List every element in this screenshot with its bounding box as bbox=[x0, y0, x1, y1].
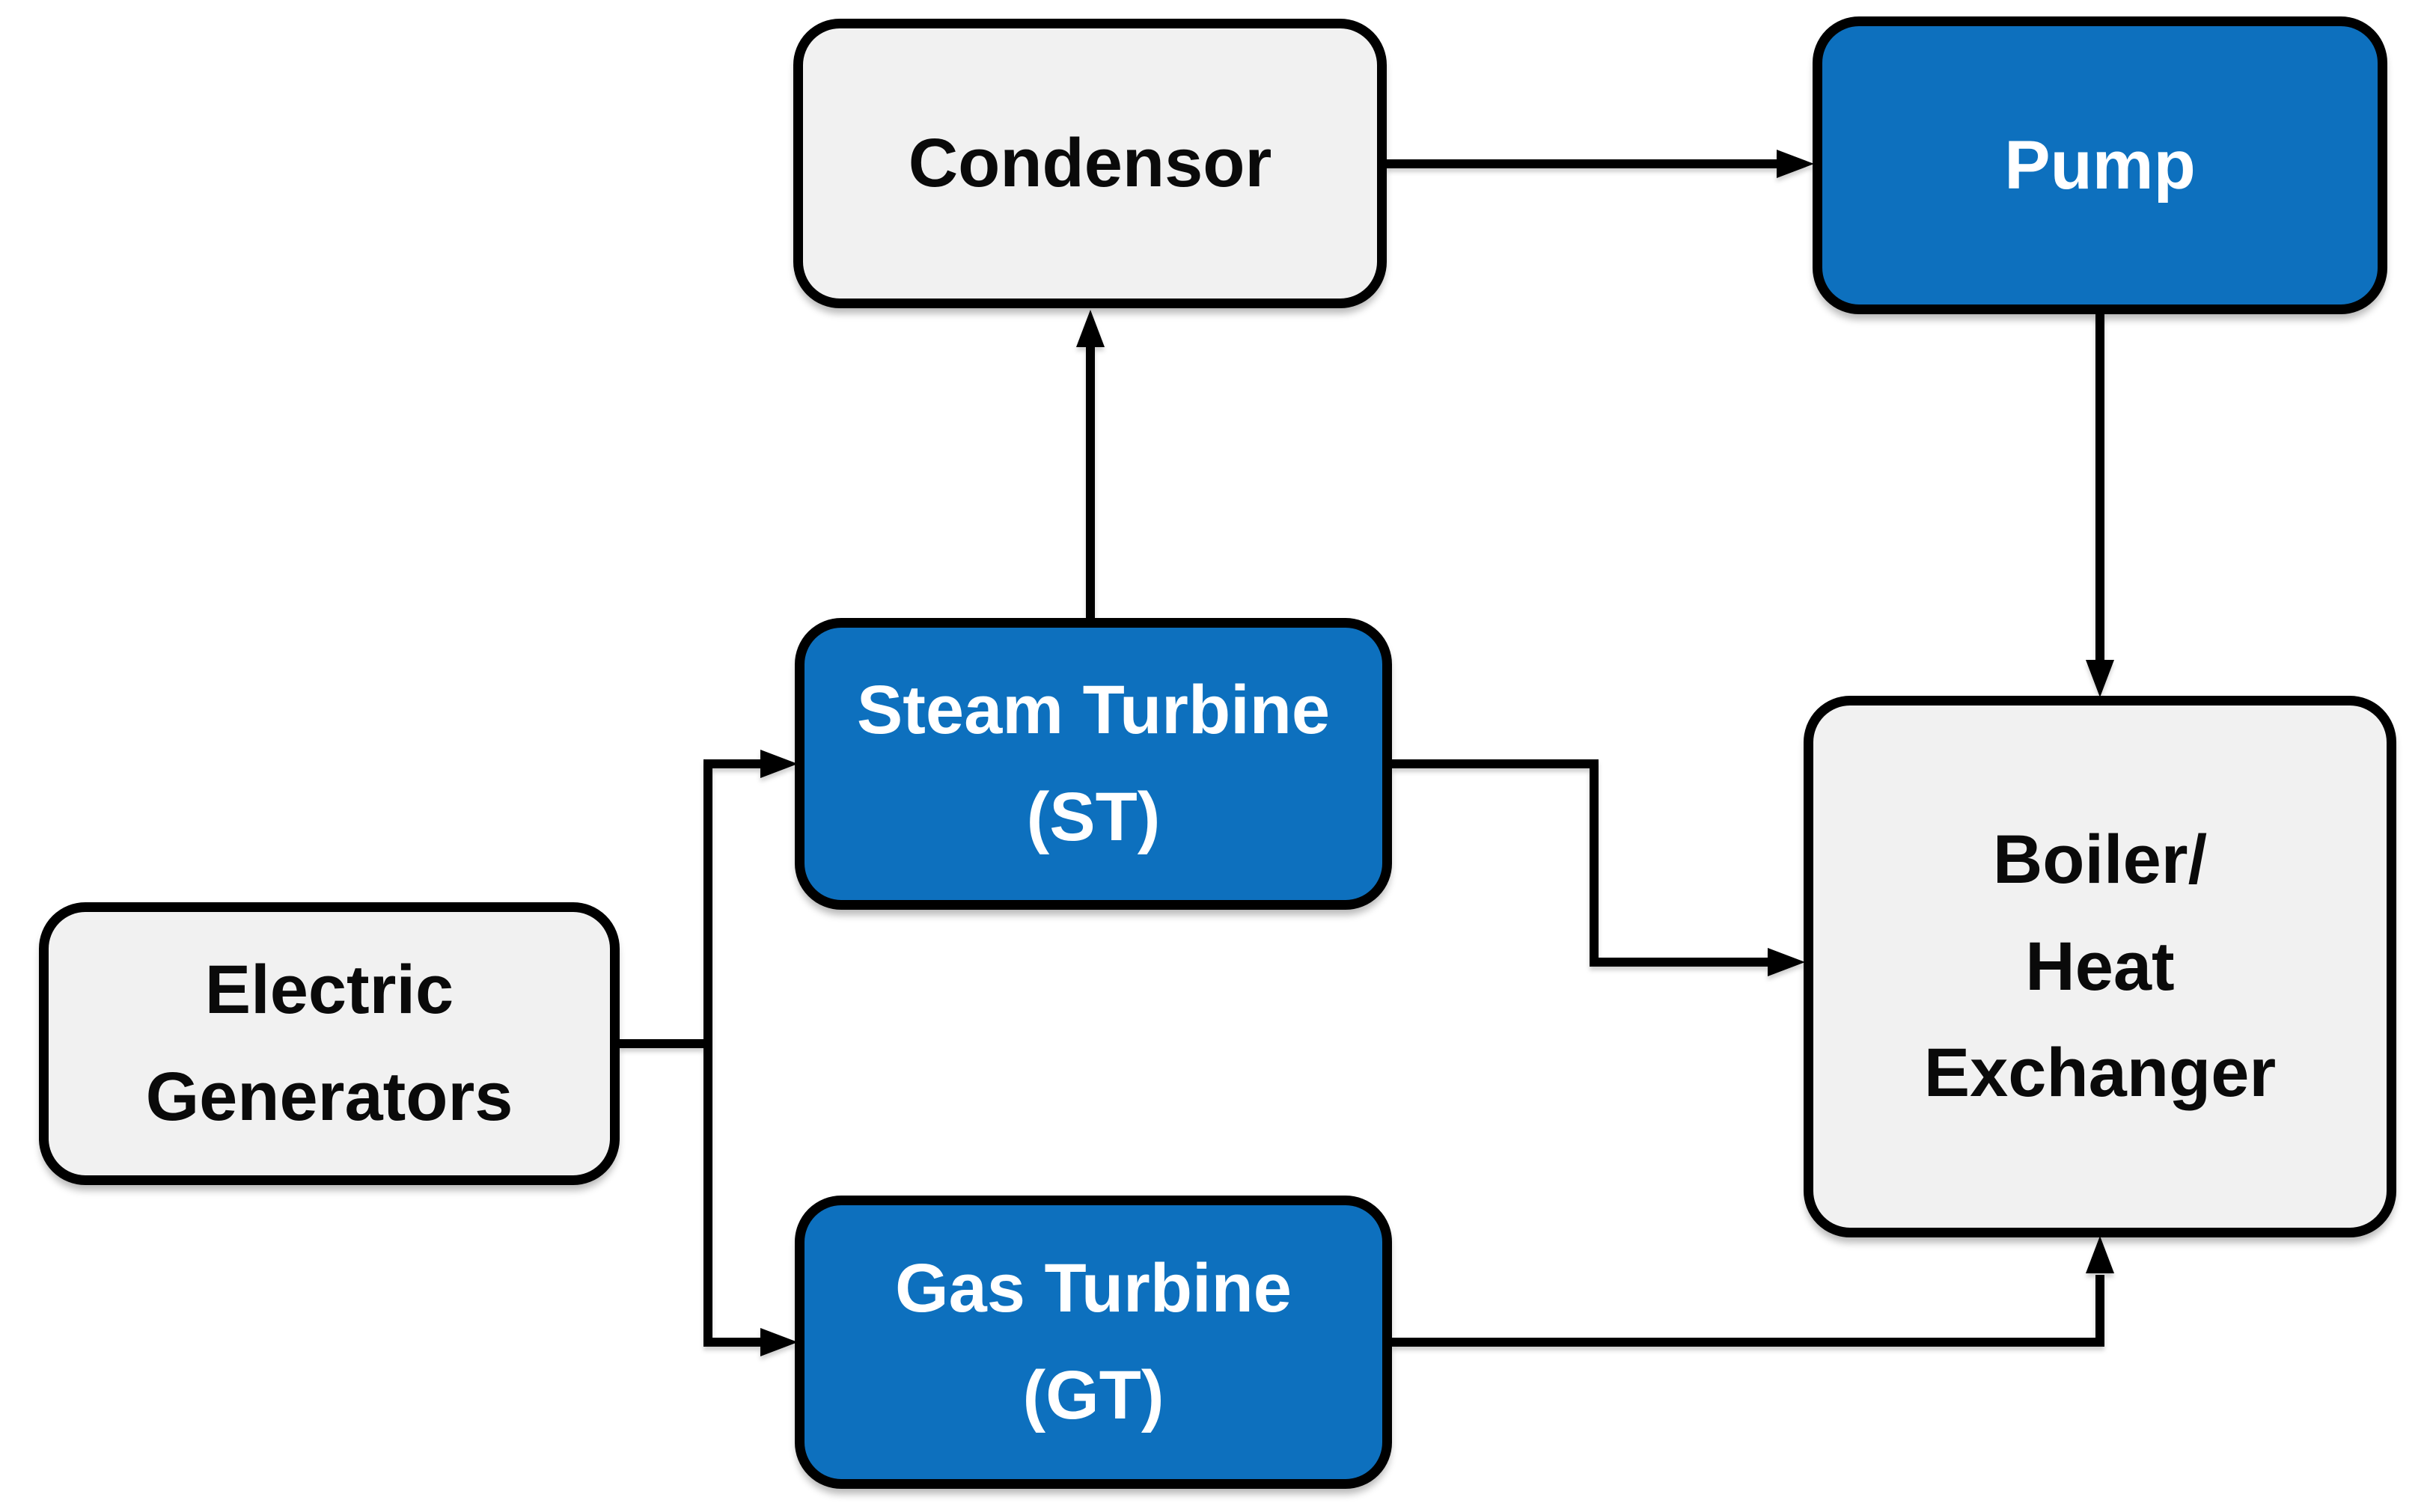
arrowhead-to-condensor bbox=[1076, 310, 1105, 347]
edge-generators-to-gas-turbine-line bbox=[703, 1044, 760, 1347]
node-pump: Pump bbox=[1813, 16, 2387, 314]
edge-steam-turbine-to-boiler-line bbox=[1392, 759, 1769, 967]
node-electric-generators: Electric Generators bbox=[39, 902, 620, 1185]
node-boiler-heat-exchanger: Boiler/ Heat Exchanger bbox=[1804, 696, 2396, 1237]
edge-gas-turbine-to-boiler-line bbox=[1392, 1275, 2104, 1347]
edge-generators-to-steam-turbine-line bbox=[620, 759, 760, 1048]
node-condensor-label: Condensor bbox=[908, 125, 1272, 202]
node-electric-generators-label: Electric Generators bbox=[145, 952, 513, 1135]
arrowhead-to-pump bbox=[1777, 150, 1814, 178]
arrowhead-to-boiler-left bbox=[1768, 948, 1805, 976]
node-steam-turbine-label: Steam Turbine (ST) bbox=[856, 672, 1331, 855]
node-boiler-heat-exchanger-label: Boiler/ Heat Exchanger bbox=[1923, 821, 2277, 1112]
node-gas-turbine: Gas Turbine (GT) bbox=[795, 1196, 1392, 1489]
node-pump-label: Pump bbox=[2004, 126, 2196, 203]
node-condensor: Condensor bbox=[793, 19, 1387, 308]
arrowhead-to-steam-turbine bbox=[760, 750, 798, 778]
arrowhead-to-gas-turbine bbox=[760, 1328, 798, 1356]
node-gas-turbine-label: Gas Turbine (GT) bbox=[895, 1250, 1292, 1433]
node-steam-turbine: Steam Turbine (ST) bbox=[795, 618, 1392, 910]
arrowhead-to-boiler-top bbox=[2086, 660, 2114, 697]
arrowhead-to-boiler-bottom bbox=[2086, 1236, 2114, 1273]
